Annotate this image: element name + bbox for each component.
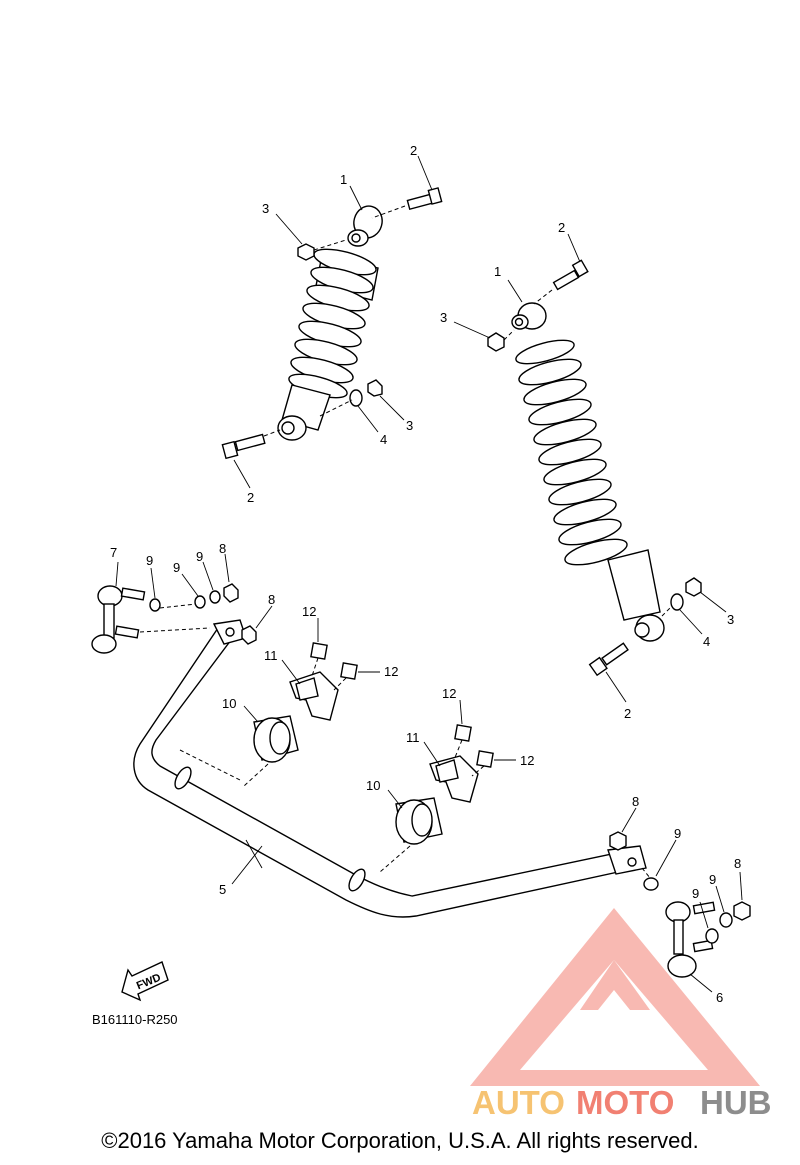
- fwd-arrow: FWD: [121, 961, 169, 1002]
- right-shock-callout-1: 1: [494, 264, 501, 279]
- bracket-callout-11b: 11: [406, 730, 420, 745]
- upper-shock-callout-3-side: 3: [406, 418, 413, 433]
- bushing-callout-10a: 10: [222, 696, 236, 711]
- right-washer-c: [719, 912, 733, 928]
- upper-shock-callout-2-top: 2: [410, 143, 417, 158]
- bushing-callout-10b: 10: [366, 778, 380, 793]
- upper-shock-top-eye: [347, 205, 383, 247]
- upper-shock-absorber: 1 2 3 3 4 2: [221, 143, 443, 505]
- watermark-text-auto: AUTO: [472, 1084, 565, 1121]
- upper-shock-bottom-eye: [277, 415, 307, 441]
- right-shock-callout-2-top: 2: [558, 220, 565, 235]
- bracket-callout-12c: 12: [442, 686, 456, 701]
- upper-shock-callout-3-top: 3: [262, 201, 269, 216]
- right-washer-callout-9c: 9: [709, 872, 716, 887]
- left-nut-a: [223, 583, 239, 603]
- automotohub-watermark: AUTO MOTO HUB: [470, 908, 772, 1121]
- right-nut-a: [609, 831, 627, 851]
- right-shock-top-nut: [487, 332, 505, 352]
- right-shock-bottom-bolt: [588, 642, 629, 677]
- right-shock-top-eye: [511, 302, 547, 330]
- bracket-callout-12b: 12: [384, 664, 398, 679]
- right-shock-spring: [515, 339, 628, 566]
- right-nut-callout-8b: 8: [734, 856, 741, 871]
- left-washer-callout-9a: 9: [146, 553, 153, 568]
- right-shock-callout-3-top: 3: [440, 310, 447, 325]
- left-stabilizer-link: 7 9 9 9 8 8: [91, 541, 275, 654]
- left-link-callout-7: 7: [110, 545, 117, 560]
- right-shock-absorber: 1 2 3 3 4 2: [440, 220, 734, 721]
- right-shock-side-nut: [685, 577, 702, 597]
- upper-shock-washer: [349, 389, 363, 407]
- watermark-logo-mark: [470, 908, 760, 1086]
- watermark-text-hub: HUB: [700, 1084, 772, 1121]
- upper-shock-top-nut: [297, 239, 347, 261]
- right-stabilizer-link: 8 9 9 9 8 6: [609, 794, 751, 1005]
- left-washer-callout-9b: 9: [173, 560, 180, 575]
- left-bracket-assembly: 12 11 12 10: [179, 604, 398, 787]
- copyright-notice: ©2016 Yamaha Motor Corporation, U.S.A. A…: [101, 1128, 699, 1153]
- left-nut-callout-8a: 8: [219, 541, 226, 556]
- upper-shock-callout-2-bottom: 2: [247, 490, 254, 505]
- right-bushing: [395, 797, 443, 845]
- right-shock-body: [607, 549, 661, 621]
- left-washer-c: [209, 590, 221, 604]
- left-bushing: [253, 715, 299, 763]
- right-bracket-assembly: 12 11 12 10: [366, 686, 534, 873]
- right-nut-b: [733, 901, 751, 921]
- right-shock-top-bolt: [533, 259, 589, 305]
- bracket-callout-12a: 12: [302, 604, 316, 619]
- bracket-callout-12d: 12: [520, 753, 534, 768]
- right-washer-a: [643, 877, 659, 891]
- left-washer-callout-9c: 9: [196, 549, 203, 564]
- right-shock-callout-2-bottom: 2: [624, 706, 631, 721]
- upper-shock-spring: [288, 248, 379, 399]
- right-shock-washer: [670, 593, 684, 611]
- right-washer-callout-9b: 9: [692, 886, 699, 901]
- right-washer-b: [705, 928, 719, 944]
- upper-shock-callout-1: 1: [340, 172, 347, 187]
- stabilizer-callout-5: 5: [219, 882, 226, 897]
- right-washer-callout-9a: 9: [674, 826, 681, 841]
- left-nut-callout-8b: 8: [268, 592, 275, 607]
- upper-shock-bottom-bolt: [221, 429, 281, 460]
- watermark-text-moto: MOTO: [576, 1084, 674, 1121]
- right-link-callout-6: 6: [716, 990, 723, 1005]
- bracket-callout-11a: 11: [264, 648, 278, 663]
- right-shock-callout-3-side: 3: [727, 612, 734, 627]
- right-nut-callout-8a: 8: [632, 794, 639, 809]
- left-washer-b: [194, 595, 206, 609]
- right-shock-callout-4: 4: [703, 634, 710, 649]
- diagram-reference-code: B161110-R250: [92, 1012, 178, 1027]
- upper-shock-top-bolt: [371, 187, 443, 219]
- upper-shock-callout-4: 4: [380, 432, 387, 447]
- upper-shock-side-nut: [367, 379, 383, 397]
- right-shock-bottom-eye: [634, 614, 665, 642]
- left-nut-b: [241, 625, 257, 645]
- left-washer-a: [149, 598, 161, 612]
